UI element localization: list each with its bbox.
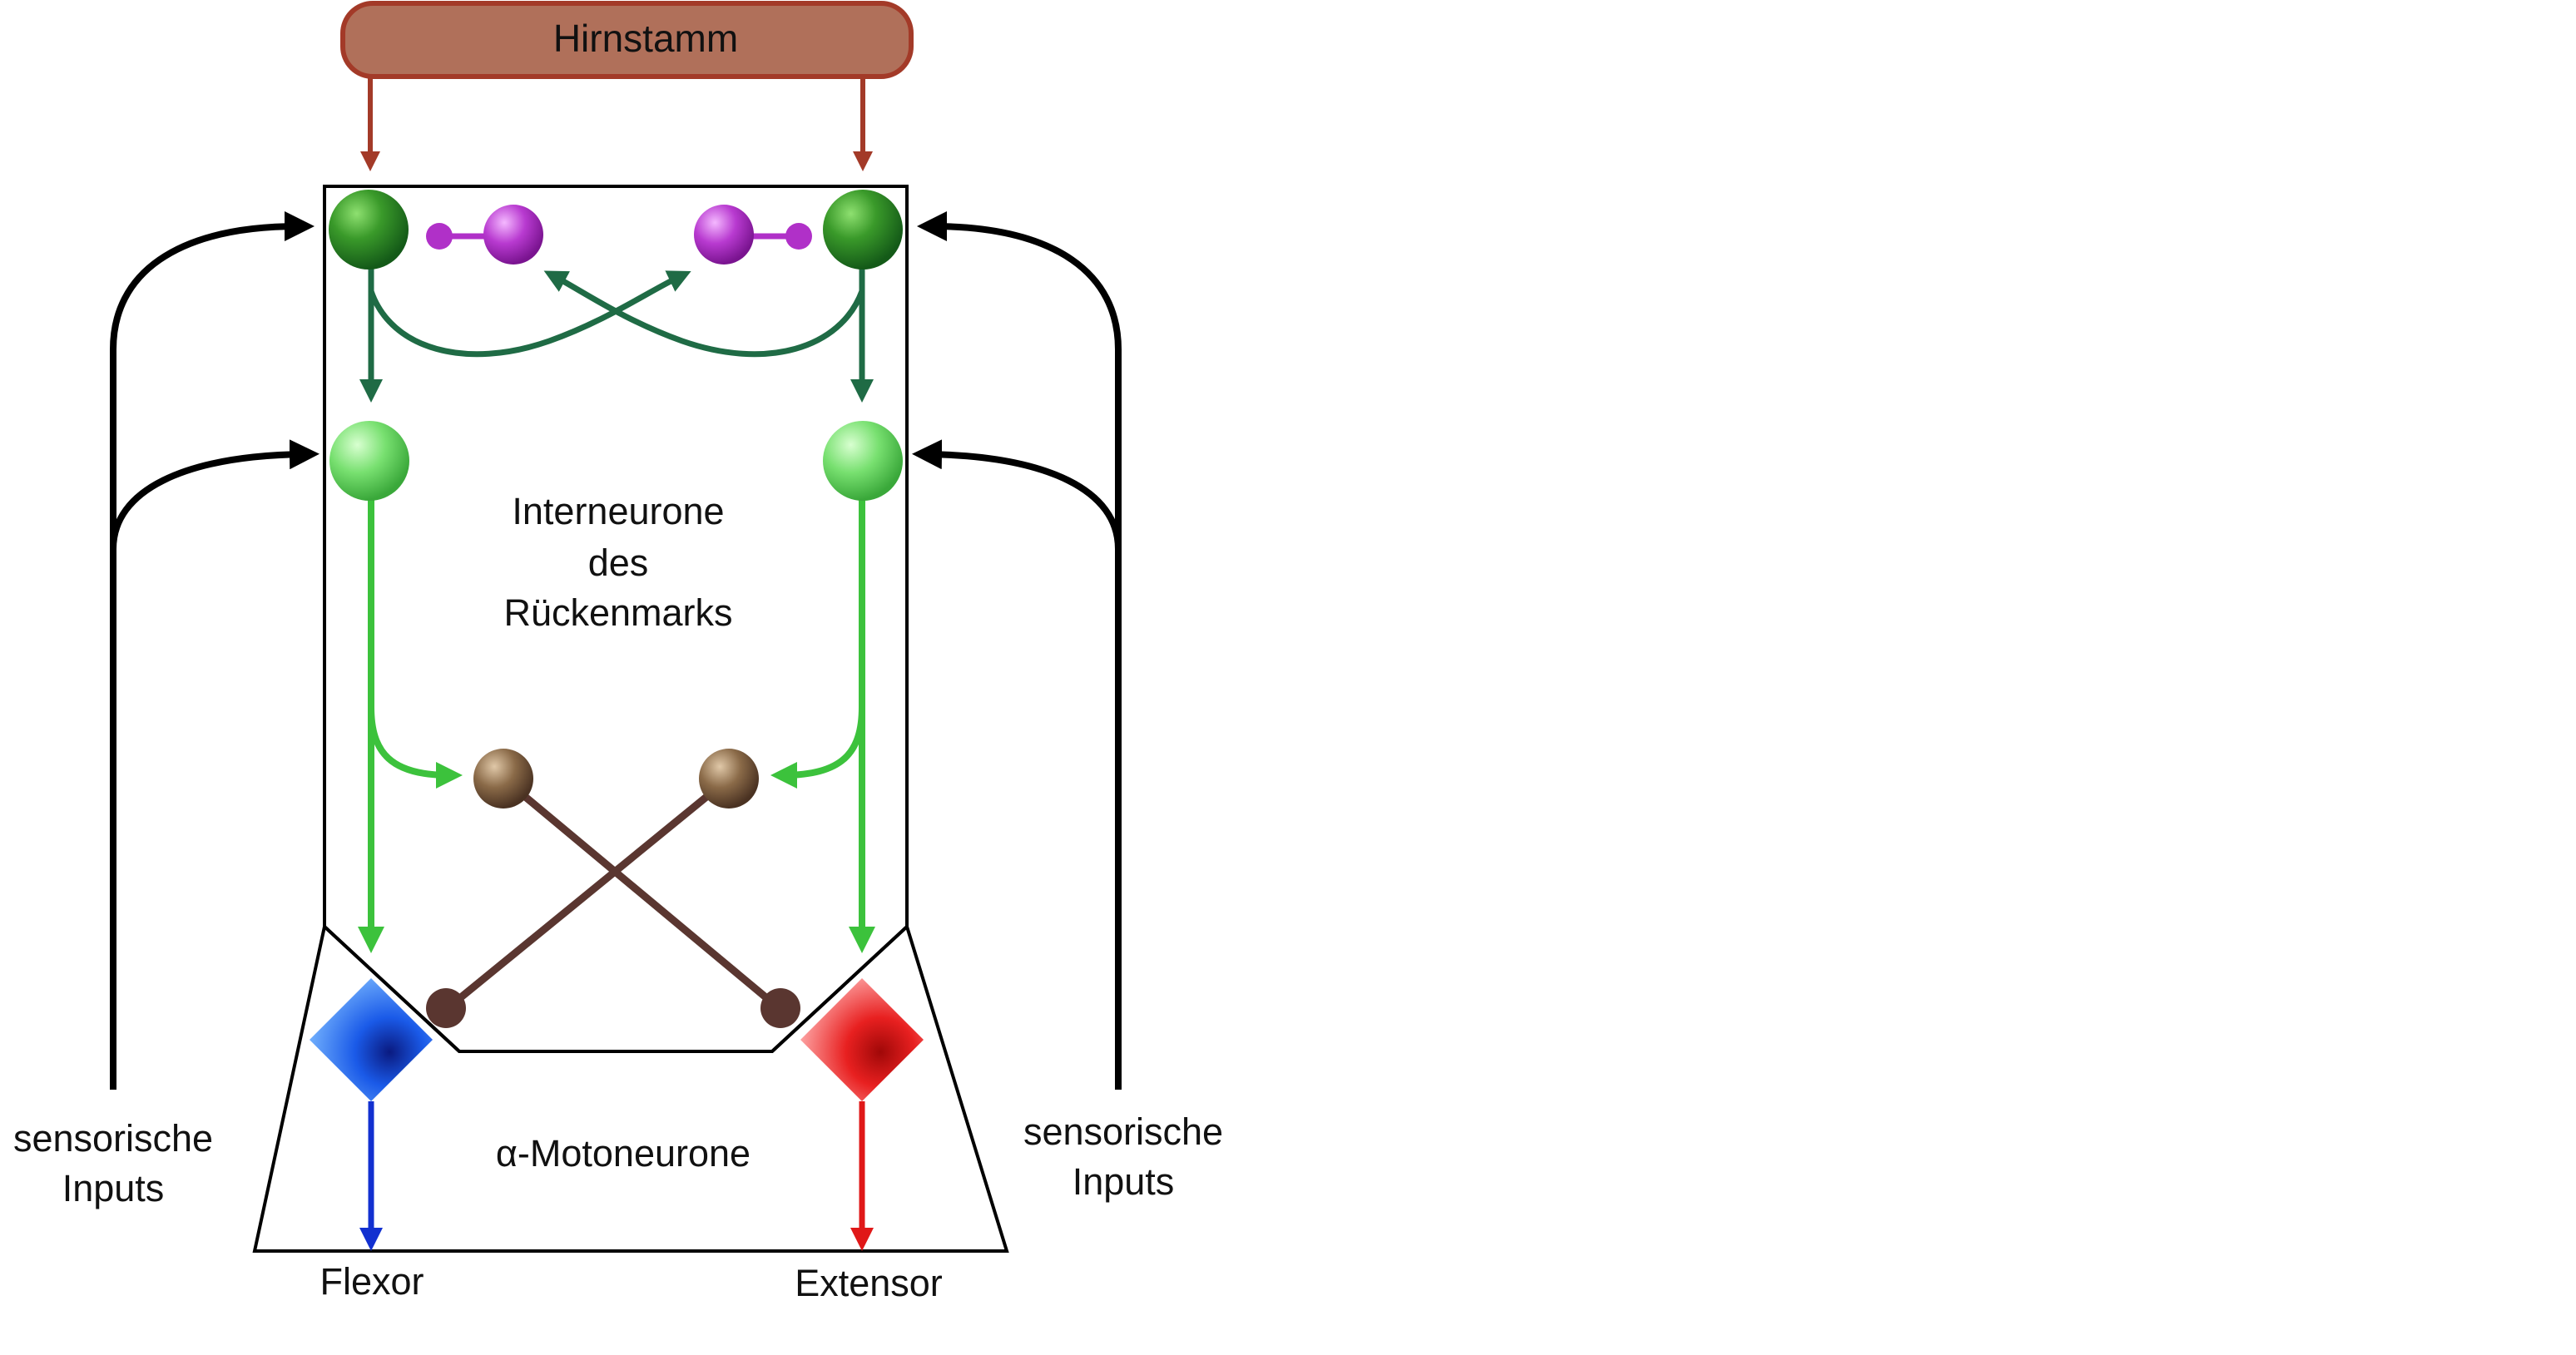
purple-neuron-left <box>426 205 543 265</box>
sensory-input-left-lines <box>110 211 320 1090</box>
motoneuron-region-outline <box>252 923 1009 1253</box>
interneurons-label-line2: des <box>588 542 649 584</box>
sensory-right-label-line2: Inputs <box>1073 1160 1175 1203</box>
dark-green-neuron-right <box>823 190 903 270</box>
sensory-right-label-line1: sensorische <box>1023 1110 1223 1153</box>
brown-interneuron-left <box>473 749 800 1028</box>
sensory-input-right-lines <box>912 211 1122 1090</box>
extensor-label: Extensor <box>795 1262 943 1304</box>
interneurons-label-line3: Rückenmarks <box>503 591 732 634</box>
sensory-left-label-line1: sensorische <box>13 1117 213 1160</box>
motoneurons-label: α-Motoneurone <box>496 1132 751 1174</box>
flexor-label: Flexor <box>320 1260 424 1303</box>
light-green-neuron-left <box>329 421 409 501</box>
brainstem-label: Hirnstamm <box>553 17 738 60</box>
interneurons-label-line1: Interneurone <box>512 490 724 532</box>
dark-green-neuron-left <box>329 190 409 270</box>
sensory-left-label-line2: Inputs <box>62 1167 165 1209</box>
brown-interneuron-right <box>426 749 759 1028</box>
purple-neuron-right <box>694 205 812 265</box>
brainstem-box: Hirnstamm <box>340 1 914 79</box>
flexor-motoneuron <box>310 978 433 1101</box>
extensor-motoneuron <box>800 978 924 1101</box>
light-green-neuron-right <box>823 421 903 501</box>
light-green-connections <box>358 491 875 953</box>
dark-green-connections <box>359 250 874 403</box>
